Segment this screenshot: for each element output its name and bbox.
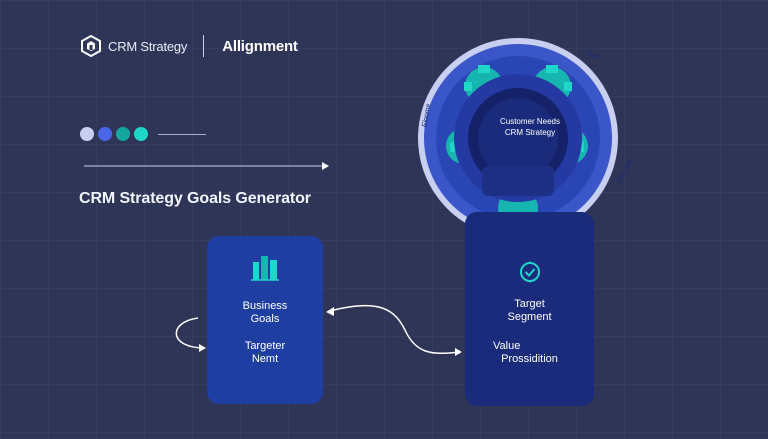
right-card-line-2: Segment [507, 311, 552, 323]
progress-arrow-icon [84, 162, 329, 170]
header: CRM Strategy Allignment [80, 33, 298, 59]
wheel-center-line-1: Customer Needs [499, 117, 561, 126]
right-card-line-3: Value [493, 340, 521, 352]
wheel-center-line-2: CRM Strategy [504, 128, 556, 137]
step-dot-4[interactable] [134, 127, 148, 141]
section-name: Allignment [222, 37, 298, 55]
page-title: CRM Strategy Goals Generator [79, 190, 311, 207]
building-chart-icon [250, 252, 280, 282]
header-divider [203, 35, 205, 57]
arrow-head-left-card [199, 344, 206, 352]
business-goals-card[interactable]: Business Goals Targeter Nemt [207, 236, 323, 404]
left-card-line-3: Targeter [244, 340, 286, 352]
step-dot-2[interactable] [98, 127, 112, 141]
brand-name: CRM Strategy [108, 38, 188, 54]
target-segment-card[interactable]: Target Segment Value Prossidition [465, 212, 594, 406]
arrow-head-to-right [455, 348, 462, 356]
verified-badge-icon [518, 260, 542, 284]
left-card-line-4: Nemt [251, 353, 279, 365]
gear-wheel-diagram [418, 38, 618, 238]
left-card-line-1: Business [242, 300, 288, 312]
step-dot-3[interactable] [116, 127, 130, 141]
right-card-line-1: Target [514, 298, 545, 310]
step-dot-1[interactable] [80, 127, 94, 141]
step-indicator [80, 127, 206, 141]
left-card-line-2: Goals [250, 313, 280, 325]
right-card-line-4: Prossidition [501, 353, 558, 365]
arrow-head-to-left [326, 307, 334, 316]
hexagon-logo-icon [80, 35, 102, 57]
step-line [158, 133, 206, 135]
